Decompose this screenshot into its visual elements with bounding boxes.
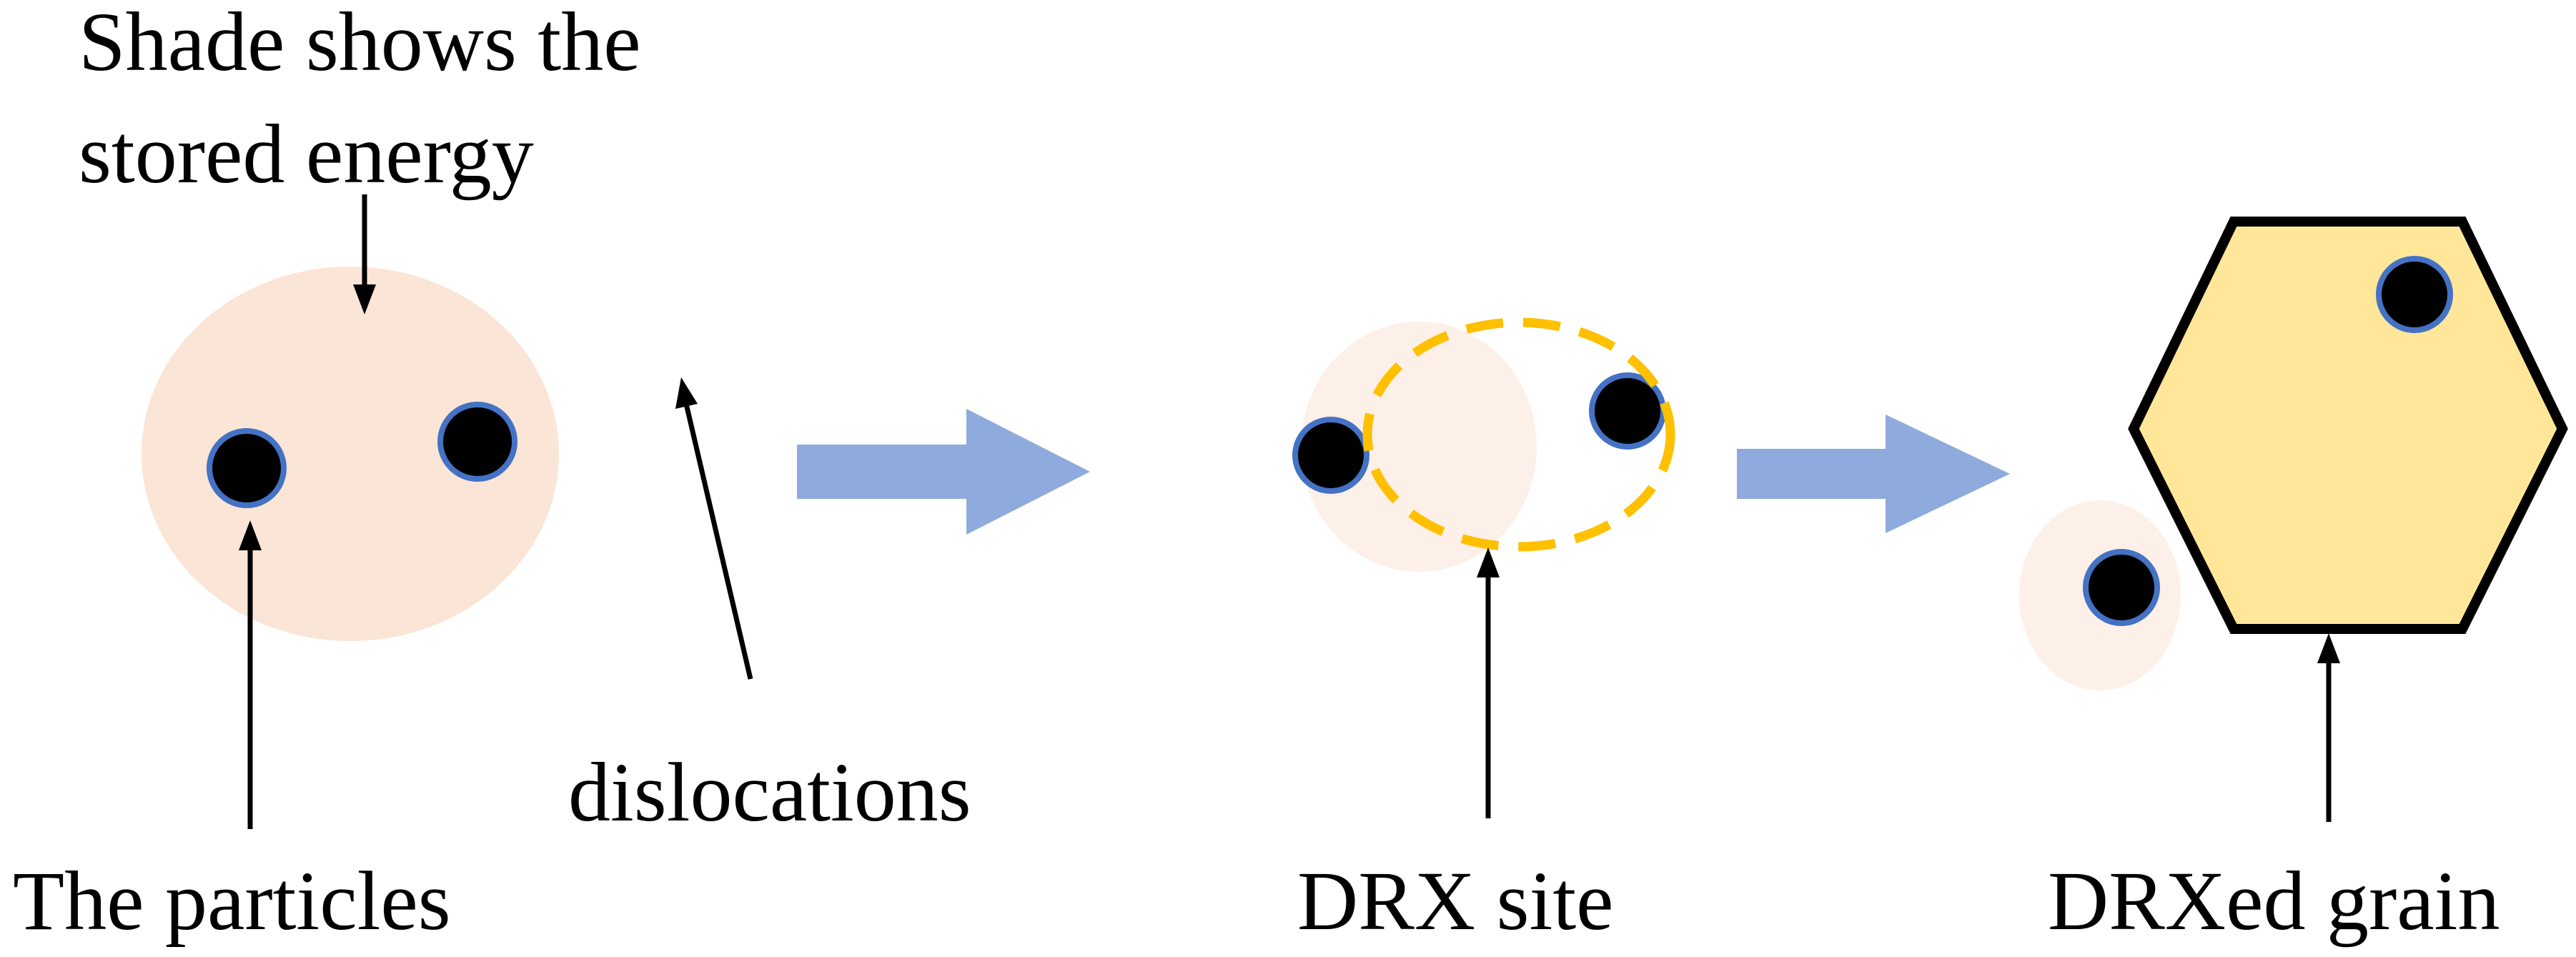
dislocation-icon	[1707, 280, 1762, 335]
shade-pointer	[353, 194, 376, 314]
stage-2-nucleation	[1206, 271, 1762, 600]
stage-3-grain	[2019, 198, 2568, 690]
particles-label: The particles	[13, 854, 451, 948]
drx-site-pointer	[1477, 547, 1500, 818]
particle-icon	[2083, 549, 2160, 626]
dislocations-label: dislocations	[568, 745, 971, 839]
particle-icon	[2376, 256, 2453, 333]
drxed-grain-pointer	[2317, 633, 2340, 822]
dislocation-icon	[1259, 355, 1299, 395]
dislocation-icon	[1530, 560, 1570, 600]
drxed-grain-hexagon	[2128, 217, 2568, 634]
shade-label-line-1: Shade shows the	[79, 0, 641, 89]
free-dislocation	[618, 302, 670, 354]
drxed-grain-label: DRXed grain	[2048, 854, 2500, 948]
process-arrow-1	[797, 409, 1090, 535]
dislocation-icon	[2481, 198, 2533, 251]
dislocation-icon	[618, 302, 670, 354]
shade-label-line-2: stored energy	[79, 107, 534, 201]
dislocation-icon	[1206, 462, 1256, 512]
particle-icon	[437, 402, 517, 482]
stored-energy-shade	[1301, 322, 1537, 572]
stage-1-deformed-region	[142, 267, 670, 641]
drx-site-outline	[1362, 317, 1675, 552]
process-arrow-2	[1737, 415, 2010, 533]
drx-site-label: DRX site	[1297, 854, 1614, 948]
particles-pointer	[239, 520, 262, 829]
particle-icon	[207, 428, 287, 508]
dislocations-pointer	[675, 377, 753, 680]
particle-icon	[1292, 417, 1369, 494]
dislocation-icon	[1463, 271, 1503, 311]
